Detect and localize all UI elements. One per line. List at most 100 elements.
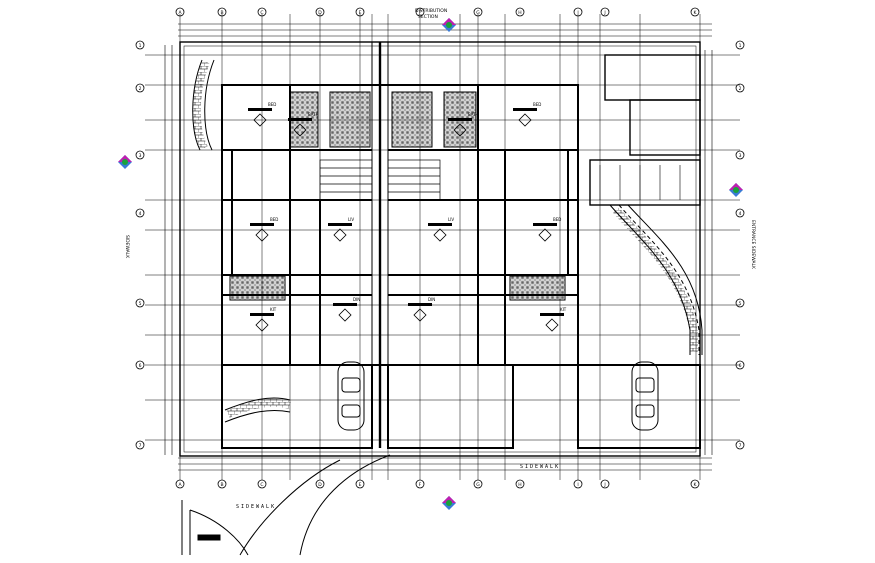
axis-tag-label: G xyxy=(476,482,480,488)
axis-tag-label: A xyxy=(178,482,182,488)
car-left xyxy=(337,361,365,431)
dimension-lines xyxy=(164,23,713,471)
axis-tag-label: 4 xyxy=(139,211,142,217)
room-label: BED xyxy=(270,217,278,222)
room-label: BATH xyxy=(468,112,479,117)
axis-tag-label: C xyxy=(260,482,263,488)
axis-tag-label: B xyxy=(220,482,223,488)
axis-tag-label: J xyxy=(603,10,605,16)
top-center-label-1: DISTRIBUTION xyxy=(415,8,447,14)
room-marker: BATH xyxy=(448,112,479,137)
axis-tag-bottom: I xyxy=(573,479,583,489)
room-marker: BED xyxy=(533,217,561,242)
axis-tag-top: J xyxy=(600,7,610,17)
annex xyxy=(589,54,701,206)
axis-tag-label: E xyxy=(359,10,362,16)
axis-tag-label: I xyxy=(577,10,578,16)
axis-tag-label: E xyxy=(359,482,362,488)
room-label: DIN xyxy=(428,297,435,302)
axis-tag-bottom: G xyxy=(473,479,483,489)
axis-tag-side: 4 xyxy=(135,208,145,218)
axis-tag-side: 3 xyxy=(135,150,145,160)
axis-tag-bottom: J xyxy=(600,479,610,489)
axis-tag-top: C xyxy=(257,7,267,17)
axis-tag-side: 5 xyxy=(735,298,745,308)
axis-tag-side: 3 xyxy=(735,150,745,160)
room-marker: KIT xyxy=(540,307,567,332)
section-marker-right xyxy=(729,183,743,197)
axis-tag-side: 1 xyxy=(135,40,145,50)
site-boundary xyxy=(179,41,701,457)
axis-tag-label: 1 xyxy=(139,43,142,49)
room-marker: LIV xyxy=(428,217,454,242)
axis-tag-label: H xyxy=(518,10,521,16)
axis-tags: A A B B C C D D E E F F G G H H I I J J K K 1 1 2 2 3 3 4 4 5 5 6 6 7 7 xyxy=(135,7,745,489)
axis-tag-label: 7 xyxy=(139,443,142,449)
axis-tag-label: B xyxy=(220,10,223,16)
axis-tag-bottom: D xyxy=(315,479,325,489)
room-marker: DIN xyxy=(333,297,360,322)
axis-tag-top: E xyxy=(355,7,365,17)
axis-tag-side: 7 xyxy=(135,440,145,450)
axis-tag-bottom: B xyxy=(217,479,227,489)
axis-tag-label: D xyxy=(318,10,322,16)
axis-tag-top: G xyxy=(473,7,483,17)
top-center-label-2: SECTION xyxy=(418,14,438,20)
axis-tag-label: 7 xyxy=(739,443,742,449)
room-markers: BED BED BED BED KIT KIT LIV LIV DIN DIN BATH BATH xyxy=(248,102,567,332)
axis-tag-label: 3 xyxy=(139,153,142,159)
axis-tag-label: 3 xyxy=(739,153,742,159)
axis-tag-label: 2 xyxy=(139,86,142,92)
car-right xyxy=(631,361,659,431)
sidewalk-label-lower-left: SIDEWALK xyxy=(236,504,276,510)
axis-tag-top: H xyxy=(515,7,525,17)
axis-tag-label: J xyxy=(603,482,605,488)
axis-tag-label: 6 xyxy=(739,363,742,369)
room-label: BED xyxy=(533,102,541,107)
axis-tag-label: D xyxy=(318,482,322,488)
room-marker: LIV xyxy=(328,217,354,242)
axis-tag-label: 5 xyxy=(139,301,142,307)
left-side-label: SIDEWALK xyxy=(124,235,130,259)
axis-tag-side: 2 xyxy=(135,83,145,93)
axis-tag-bottom: E xyxy=(355,479,365,489)
axis-tag-side: 2 xyxy=(735,83,745,93)
axis-tag-side: 6 xyxy=(735,360,745,370)
room-label: KIT xyxy=(270,307,277,312)
axis-tag-label: 2 xyxy=(739,86,742,92)
axis-tag-bottom: A xyxy=(175,479,185,489)
axis-tag-label: G xyxy=(476,10,480,16)
room-label: BED xyxy=(553,217,561,222)
room-marker: BED xyxy=(248,102,276,127)
lower-left-plot xyxy=(181,500,221,555)
room-marker: BED xyxy=(513,102,541,127)
axis-tag-label: K xyxy=(694,10,698,16)
axis-tag-side: 4 xyxy=(735,208,745,218)
section-marker-left xyxy=(118,155,132,169)
axis-tag-side: 6 xyxy=(135,360,145,370)
axis-tag-label: K xyxy=(694,482,698,488)
section-marker-bottom xyxy=(442,496,456,510)
room-marker: BATH xyxy=(288,112,319,137)
sidewalk-label-bottom: SIDEWALK xyxy=(520,464,560,470)
axis-tag-top: A xyxy=(175,7,185,17)
right-side-label: ENTRANCE SIDEWALK xyxy=(750,220,756,270)
room-label: BATH xyxy=(308,112,319,117)
axis-tag-bottom: F xyxy=(415,479,425,489)
room-marker: BED xyxy=(250,217,278,242)
axis-tag-label: 1 xyxy=(739,43,742,49)
axis-tag-label: H xyxy=(518,482,521,488)
axis-tag-label: 5 xyxy=(739,301,742,307)
axis-tag-top: K xyxy=(690,7,700,17)
tile-hatch xyxy=(229,91,566,301)
axis-tag-label: F xyxy=(419,10,422,16)
axis-tag-label: C xyxy=(260,10,263,16)
axis-tag-top: I xyxy=(573,7,583,17)
axis-tag-bottom: C xyxy=(257,479,267,489)
room-label: BED xyxy=(268,102,276,107)
axis-tag-bottom: K xyxy=(690,479,700,489)
room-marker: KIT xyxy=(250,307,277,332)
section-marker-top xyxy=(442,18,456,32)
axis-tag-label: 4 xyxy=(739,211,742,217)
